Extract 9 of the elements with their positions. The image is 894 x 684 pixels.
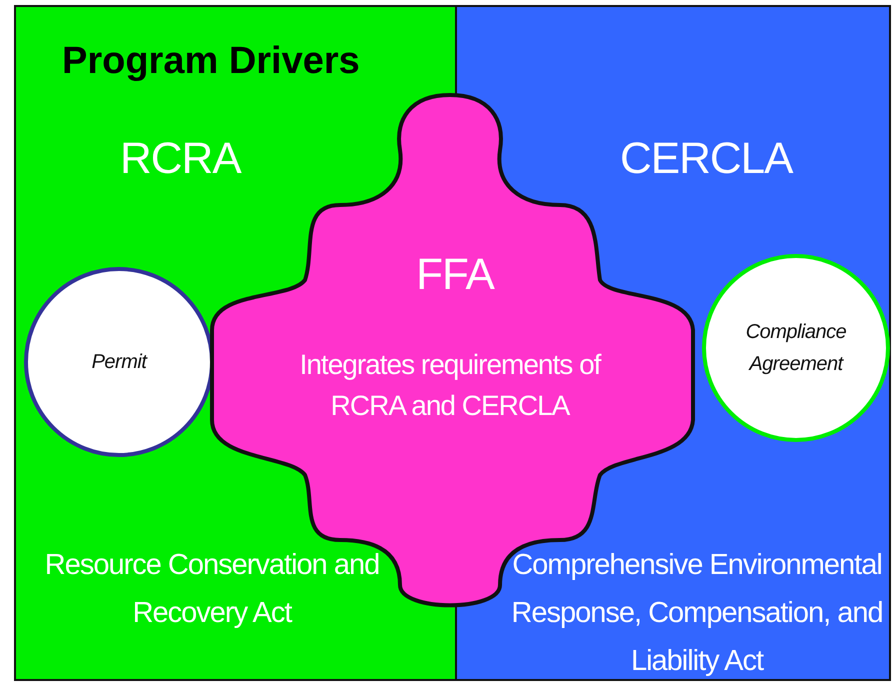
panel-heading: CERCLA (620, 134, 794, 184)
circle-label: Permit (90, 350, 148, 375)
panel-heading: RCRA (120, 134, 242, 184)
blob-heading: FFA (415, 250, 496, 300)
diagram-title: Program Drivers (62, 40, 360, 83)
panel-description: Resource Conservation and Recovery Act (44, 548, 380, 631)
panel-description: Comprehensive Environmental Response, Compensation, and Liability Act (510, 548, 884, 679)
circle-label: Compliance Agreement (744, 320, 848, 377)
blob-description: Integrates requirements of RCRA and CERCLA (298, 348, 602, 423)
